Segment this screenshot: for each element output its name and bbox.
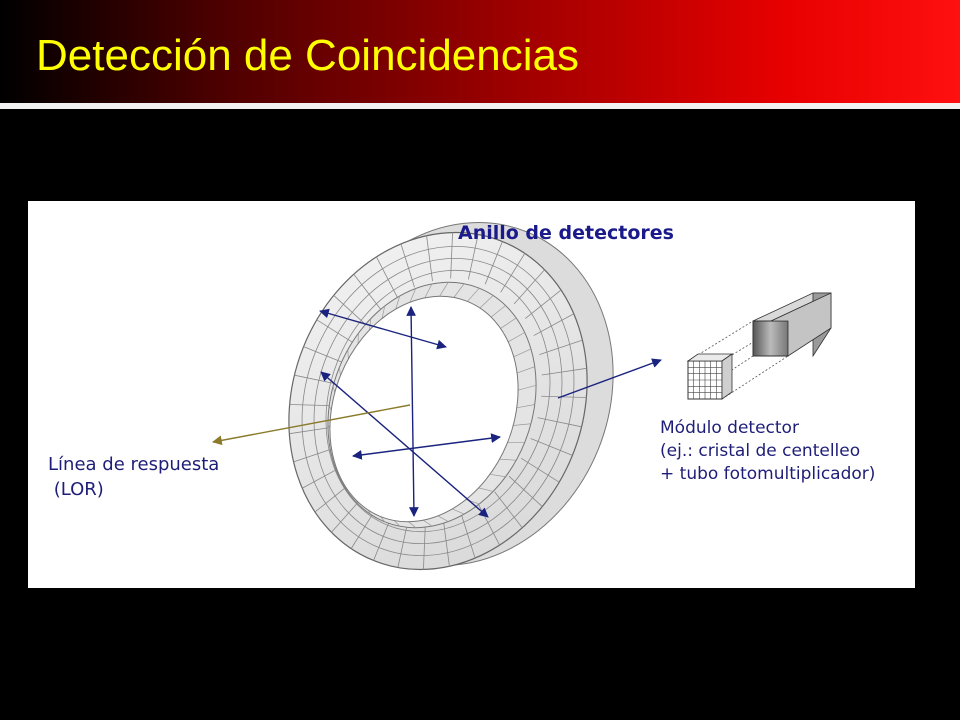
ring-segment-line bbox=[524, 289, 562, 319]
inner-segment-line bbox=[467, 287, 480, 302]
slide-title: Detección de Coincidencias bbox=[36, 31, 579, 80]
detector-ring-diagram bbox=[212, 222, 832, 571]
ring-segment-line bbox=[541, 395, 587, 398]
lor-label-line-2: (LOR) bbox=[48, 479, 104, 500]
inner-segment-line bbox=[347, 349, 349, 359]
ring-segment-line bbox=[539, 339, 583, 355]
inner-segment-line bbox=[422, 519, 433, 527]
inner-segment-line bbox=[393, 520, 401, 527]
ring-segment-line bbox=[494, 491, 523, 529]
ring-row-1 bbox=[301, 245, 575, 557]
lor-pointer-arrow bbox=[212, 404, 411, 446]
title-divider bbox=[0, 103, 960, 109]
crystal-side bbox=[721, 353, 733, 400]
inner-segment-line bbox=[439, 282, 449, 297]
inner-segment-line bbox=[500, 317, 517, 329]
module-label-line-3: + tubo fotomultiplicador) bbox=[660, 464, 876, 484]
inner-segment-line bbox=[479, 295, 494, 309]
ring-row-2 bbox=[313, 257, 563, 545]
lor-line-1 bbox=[319, 308, 447, 350]
inner-segment-line bbox=[516, 366, 535, 374]
inner-segment-line bbox=[453, 283, 465, 298]
tube-face bbox=[770, 292, 832, 357]
inner-segment-line bbox=[516, 404, 535, 409]
ring-segment-line bbox=[537, 417, 582, 428]
ring-segment-line bbox=[533, 313, 574, 336]
lor-line-4 bbox=[352, 433, 501, 460]
lor-label-line-1: Línea de respuesta bbox=[48, 454, 220, 475]
tube-front bbox=[752, 320, 789, 357]
module-label: Módulo detector (ej.: cristal de centell… bbox=[660, 417, 875, 486]
detector-ring bbox=[288, 222, 614, 571]
module-pointer-arrow bbox=[557, 358, 662, 399]
inner-segment-line bbox=[408, 521, 416, 528]
inner-segment-line bbox=[490, 305, 506, 318]
ring-label: Anillo de detectores bbox=[458, 222, 674, 244]
ring-segment-line bbox=[443, 520, 450, 567]
ring-segment-line bbox=[461, 514, 476, 559]
inner-segment-line bbox=[513, 423, 531, 426]
title-banner bbox=[0, 0, 960, 103]
inner-segment-line bbox=[489, 473, 506, 478]
ring-row-3 bbox=[325, 269, 551, 533]
inner-segment-line bbox=[409, 288, 417, 303]
ring-segment-line bbox=[520, 457, 560, 483]
ring-segment-line bbox=[353, 273, 382, 311]
ring-segment-line bbox=[426, 235, 433, 282]
lor-label: Línea de respuesta (LOR) bbox=[48, 452, 219, 502]
inner-segment-line bbox=[513, 348, 532, 358]
ring-segment-line bbox=[508, 475, 543, 507]
inner-segment-line bbox=[508, 332, 525, 343]
inner-segment-line bbox=[499, 458, 517, 461]
detector-ring-figure: Anillo de detectores Módulo detector (ej… bbox=[28, 201, 915, 588]
ring-segment-line bbox=[541, 367, 587, 376]
module-label-line-2: (ej.: cristal de centelleo bbox=[660, 441, 861, 461]
ring-segment-line bbox=[530, 438, 573, 456]
inner-segment-line bbox=[424, 283, 433, 299]
inner-segment-line bbox=[517, 385, 537, 391]
detector-module bbox=[686, 292, 832, 400]
lines-of-response bbox=[319, 306, 501, 518]
ring-segment-line bbox=[376, 256, 398, 298]
inner-segment-line bbox=[395, 295, 401, 310]
ring-segment-line bbox=[400, 243, 415, 288]
crystal-grid bbox=[688, 361, 722, 399]
ring-segment-line bbox=[303, 346, 346, 364]
module-label-line-1: Módulo detector bbox=[660, 418, 799, 438]
